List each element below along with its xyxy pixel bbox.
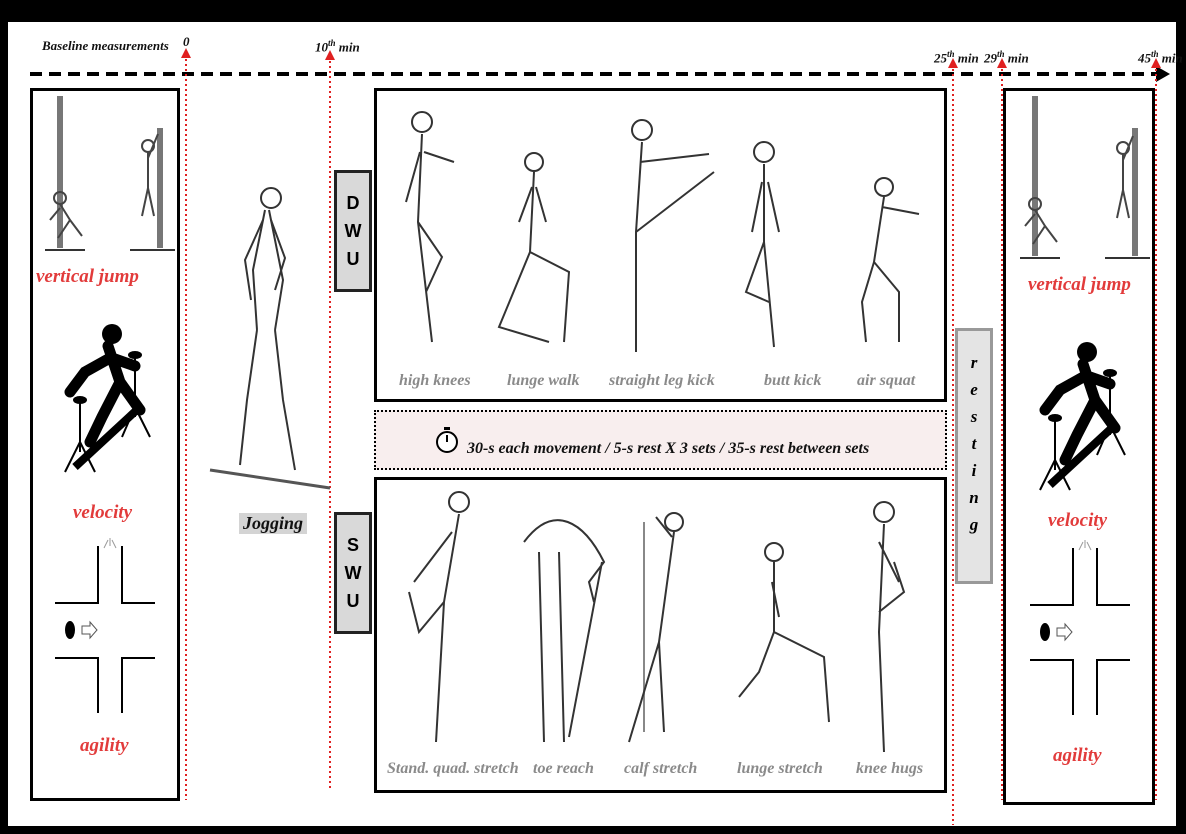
quad-stretch-figure (409, 492, 469, 742)
lunge-walk-figure (499, 153, 569, 342)
dwu-figures (374, 92, 947, 372)
dwu-movement-5: air squat (857, 372, 915, 390)
velocity-runner-icon-pre (30, 322, 180, 482)
resting-letter-i: i (958, 457, 990, 484)
butt-kick-figure (746, 142, 779, 347)
vertical-jump-label-pre: vertical jump (36, 266, 139, 288)
stopwatch-icon (434, 424, 464, 458)
jogging-label: Jogging (239, 513, 307, 534)
agility-label-pre: agility (80, 735, 129, 757)
vertical-jump-illustration-post (1005, 88, 1155, 288)
resting-letter-g: g (958, 511, 990, 538)
dwu-letter-d: D (337, 189, 369, 217)
lunge-stretch-figure (739, 543, 829, 722)
swu-movement-5: knee hugs (856, 760, 923, 778)
velocity-label-pre: velocity (73, 502, 132, 524)
straight-leg-kick-figure (632, 120, 714, 352)
dwu-letter-u: U (337, 245, 369, 273)
resting-letter-r: r (958, 349, 990, 376)
protocol-text: 30-s each movement / 5-s rest X 3 sets /… (467, 440, 869, 458)
agility-label-post: agility (1053, 745, 1102, 767)
air-squat-figure (862, 178, 919, 342)
knee-hugs-figure (874, 502, 904, 752)
dwu-movement-2: lunge walk (507, 372, 579, 390)
swu-letter-w: W (337, 559, 369, 587)
swu-tag: S W U (334, 512, 372, 634)
jogging-illustration (205, 180, 335, 510)
swu-movement-1: Stand. quad. stretch (387, 760, 519, 778)
resting-letter-e: e (958, 376, 990, 403)
resting-letter-s: s (958, 403, 990, 430)
swu-movement-2: toe reach (533, 760, 594, 778)
resting-letter-n: n (958, 484, 990, 511)
high-knees-figure (406, 112, 454, 342)
dwu-tag: D W U (334, 170, 372, 292)
dwu-letter-w: W (337, 217, 369, 245)
swu-movement-4: lunge stretch (737, 760, 823, 778)
vertical-jump-illustration-pre (30, 88, 180, 288)
vertical-jump-label-post: vertical jump (1028, 274, 1131, 296)
toe-reach-figure (524, 520, 604, 742)
swu-letter-u: U (337, 587, 369, 615)
velocity-label-post: velocity (1048, 510, 1107, 532)
swu-movement-3: calf stretch (624, 760, 697, 778)
resting-tag: r e s t i n g (955, 328, 993, 584)
dwu-movement-1: high knees (399, 372, 471, 390)
dwu-movement-3: straight leg kick (609, 372, 715, 390)
resting-letter-t: t (958, 430, 990, 457)
swu-letter-s: S (337, 531, 369, 559)
velocity-runner-icon-post (1005, 340, 1155, 500)
dwu-movement-4: butt kick (764, 372, 821, 390)
calf-stretch-figure (629, 513, 683, 742)
swu-figures (374, 482, 947, 762)
agility-t-test-icon-pre (30, 538, 180, 718)
agility-t-test-icon-post (1005, 540, 1155, 720)
